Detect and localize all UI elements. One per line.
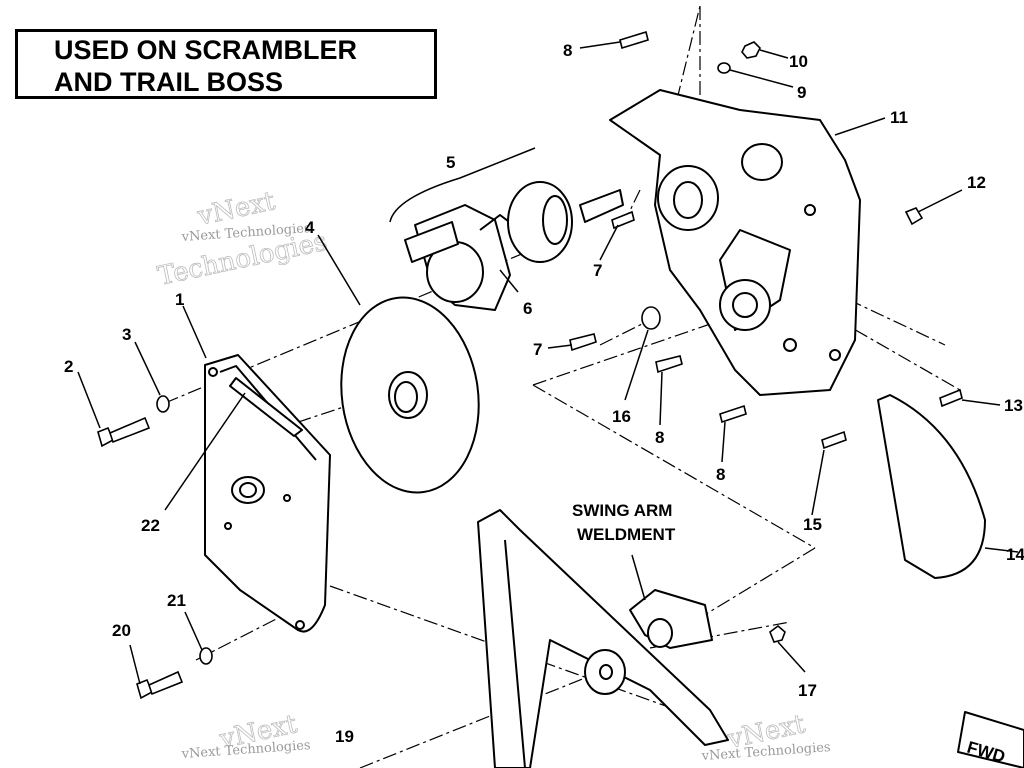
callout-20: 20	[112, 621, 131, 640]
washer-3	[156, 395, 170, 413]
chaincase-housing	[609, 89, 861, 396]
bolt-13	[939, 388, 963, 408]
bolt-2	[97, 416, 151, 448]
callout-3: 3	[122, 325, 131, 344]
gasket-strip	[229, 377, 303, 437]
callout-13: 13	[1004, 396, 1023, 415]
fwd-sign-plate	[957, 711, 1024, 768]
chaincase-cover-plate	[204, 354, 331, 633]
diagram-title-box: USED ON SCRAMBLER AND TRAIL BOSS	[15, 29, 437, 99]
callout-6: 6	[523, 299, 532, 318]
callout-21: 21	[167, 591, 186, 610]
callout-7: 7	[533, 340, 542, 359]
callout-5: 5	[446, 153, 455, 172]
drive-pulley-disc	[340, 296, 480, 494]
inspection-cover	[877, 394, 986, 579]
callout-16: 16	[612, 407, 631, 426]
callout-8: 8	[563, 41, 572, 60]
callout-19: 19	[335, 727, 354, 746]
title-line-1: USED ON SCRAMBLER	[54, 35, 358, 65]
callout-22: 22	[141, 516, 160, 535]
swing-arm-label-line-2: WELDMENT	[577, 525, 676, 544]
callout-4: 4	[305, 218, 315, 237]
callout-17: 17	[798, 681, 817, 700]
bolt-8-low	[719, 404, 747, 424]
bolt-7-lower	[569, 333, 597, 352]
washer-21	[199, 647, 213, 665]
callout-7: 7	[593, 261, 602, 280]
watermark-small: vNext Technologies	[700, 740, 831, 764]
callout-12: 12	[967, 173, 986, 192]
watermark-small: vNext Technologies	[180, 738, 311, 762]
callout-9: 9	[797, 83, 806, 102]
washer-9	[717, 62, 731, 74]
bolt-7-upper	[611, 210, 635, 230]
callout-15: 15	[803, 515, 822, 534]
swing-arm-label-line-1: SWING ARM	[572, 501, 672, 520]
leader-lines	[77, 41, 1019, 685]
swing-arm-weldment	[477, 509, 729, 768]
callout-14: 14	[1006, 545, 1024, 564]
nut-17	[769, 624, 786, 643]
bolt-15	[821, 430, 847, 450]
callout-1: 1	[175, 290, 184, 309]
bolt-20	[136, 670, 184, 700]
assembly-centerlines	[164, 5, 961, 768]
callout-11: 11	[890, 108, 908, 127]
bushing-16	[641, 306, 661, 330]
title-line-2: AND TRAIL BOSS	[54, 67, 284, 97]
callout-10: 10	[789, 52, 808, 71]
bolt-8-mid	[655, 355, 683, 374]
callout-2: 2	[64, 357, 73, 376]
callout-labels: 8 10 9 11 12 5 4 7 6 1 3 2 7 16 8 8 13 2…	[64, 41, 1024, 767]
fasteners	[97, 30, 963, 700]
clutch-assembly	[404, 181, 624, 311]
bolt-8-top	[619, 30, 649, 50]
callout-8: 8	[655, 428, 664, 447]
nut-10	[741, 41, 761, 59]
callout-8: 8	[716, 465, 725, 484]
